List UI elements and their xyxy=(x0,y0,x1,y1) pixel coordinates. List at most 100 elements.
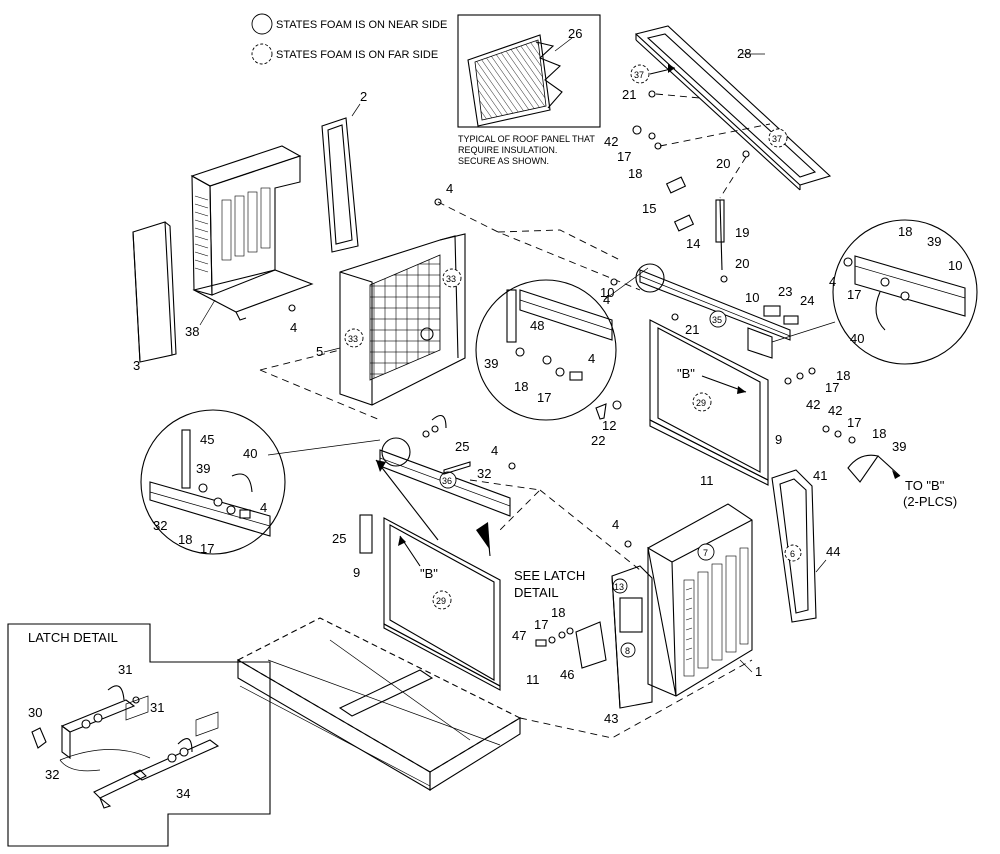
svg-text:33: 33 xyxy=(446,274,456,284)
side-panel-3: 3 xyxy=(132,221,177,373)
callout-39a: 39 xyxy=(484,356,498,371)
detail-circle-48: 10 48 39 18 17 4 xyxy=(475,267,649,421)
svg-text:35: 35 xyxy=(712,315,722,325)
callout-4b: 4 xyxy=(446,181,453,196)
callout-21b: 21 xyxy=(685,322,699,337)
leader-26 xyxy=(554,37,573,52)
svg-text:7: 7 xyxy=(703,548,708,558)
roof-lid-outer xyxy=(634,25,832,186)
insulation-hatch xyxy=(474,39,547,121)
callout-32a: 32 xyxy=(153,518,167,533)
callout-17f: 17 xyxy=(200,541,214,556)
svg-text:36: 36 xyxy=(442,476,452,486)
callout-18e: 18 xyxy=(872,426,886,441)
foam-tag-36 xyxy=(439,471,457,489)
callout-18b: 18 xyxy=(514,379,528,394)
callout-17c: 17 xyxy=(847,287,861,302)
lid-hardware: 21 42 17 18 20 15 14 19 20 xyxy=(604,87,771,283)
roof-insulation-inset: 26 TYPICAL OF ROOF PANEL THAT REQUIRE IN… xyxy=(457,14,601,166)
foam-tag-29a xyxy=(692,392,712,412)
plate-46: 46 47 17 18 xyxy=(512,605,607,682)
callout-22: 22 xyxy=(591,433,605,448)
callout-42a: 42 xyxy=(604,134,618,149)
callout-18f: 18 xyxy=(178,532,192,547)
top-rail-10: 35 10 23 24 4 21 xyxy=(603,263,814,359)
latch-detail-box: LATCH DETAIL 31 30 31 32 34 xyxy=(7,623,271,847)
callout-40a: 40 xyxy=(850,331,864,346)
callout-4g: 4 xyxy=(491,443,498,458)
callout-41: 41 xyxy=(813,468,827,483)
base-frame xyxy=(236,617,522,791)
callout-39d: 39 xyxy=(196,461,210,476)
callout-20b: 20 xyxy=(735,256,749,271)
callout-30: 30 xyxy=(28,705,42,720)
legend: STATES FOAM IS ON NEAR SIDE STATES FOAM … xyxy=(251,13,447,65)
callout-18g: 18 xyxy=(551,605,565,620)
svg-text:13: 13 xyxy=(614,582,624,592)
callout-42c: 42 xyxy=(828,403,842,418)
svg-text:8: 8 xyxy=(625,646,630,656)
callout-4h: 4 xyxy=(612,517,619,532)
svg-text:29: 29 xyxy=(696,398,706,408)
door-panel-9-left: 29 "B" 25 9 SEE LATCH DETAIL 11 xyxy=(332,514,585,691)
foam-tag-33b xyxy=(344,328,364,348)
callout-17a: 17 xyxy=(617,149,631,164)
foam-tag-7 xyxy=(697,543,715,561)
callout-25a: 25 xyxy=(455,439,469,454)
louvered-unit-1: 7 1 4 xyxy=(612,503,762,697)
roof-note-line3: SECURE AS SHOWN. xyxy=(458,156,549,166)
callout-18d: 18 xyxy=(836,368,850,383)
legend-far-side-text: STATES FOAM IS ON FAR SIDE xyxy=(276,49,438,61)
callout-18a: 18 xyxy=(628,166,642,181)
detail-circle-right: 18 39 10 4 17 40 xyxy=(771,219,978,365)
callout-40b: 40 xyxy=(243,446,257,461)
callout-14: 14 xyxy=(686,236,700,251)
callout-26: 26 xyxy=(568,26,582,41)
callout-11a: 11 xyxy=(700,473,714,488)
legend-near-side-text: STATES FOAM IS ON NEAR SIDE xyxy=(276,19,447,31)
callout-15: 15 xyxy=(642,201,656,216)
legend-dashed-circle xyxy=(251,43,273,65)
callout-9b: 9 xyxy=(353,565,360,580)
svg-text:33: 33 xyxy=(348,334,358,344)
inset-frame xyxy=(457,14,601,128)
callout-4f: 4 xyxy=(260,500,267,515)
callout-21a: 21 xyxy=(622,87,636,102)
center-rail-32: 36 25 32 4 xyxy=(375,414,516,557)
roof-lid-28: 37 37 28 xyxy=(630,25,832,191)
see-latch-line1: SEE LATCH xyxy=(514,568,585,583)
callout-10a: 10 xyxy=(600,285,614,300)
callout-48: 48 xyxy=(530,318,544,333)
svg-text:6: 6 xyxy=(790,549,795,559)
callout-2: 2 xyxy=(360,89,367,104)
callout-39b: 39 xyxy=(927,234,941,249)
callout-46: 46 xyxy=(560,667,574,682)
callout-17g: 17 xyxy=(534,617,548,632)
foam-tag-29b xyxy=(432,590,452,610)
callout-1: 1 xyxy=(755,664,762,679)
callout-34: 34 xyxy=(176,786,190,801)
grille-housing-5: 33 33 5 4 xyxy=(316,181,466,406)
callout-44: 44 xyxy=(826,544,840,559)
callout-17d: 17 xyxy=(825,380,839,395)
callout-23: 23 xyxy=(778,284,792,299)
callout-43: 43 xyxy=(604,711,618,726)
to-b-line1: TO "B" xyxy=(905,478,945,493)
callout-39c: 39 xyxy=(892,439,906,454)
roof-note-line2: REQUIRE INSULATION. xyxy=(458,145,557,155)
svg-text:37: 37 xyxy=(772,134,782,144)
to-b-line2: (2-PLCS) xyxy=(903,494,957,509)
callout-25b: 25 xyxy=(332,531,346,546)
right-hardware: 18 17 42 42 17 18 39 41 TO "B" (2-PLCS) xyxy=(784,367,957,509)
svg-text:29: 29 xyxy=(436,596,446,606)
assembly-dash-top xyxy=(437,201,641,291)
detail-circle-45: 45 39 40 4 32 18 17 xyxy=(140,409,381,556)
foam-tag-8 xyxy=(620,642,636,658)
callout-18c: 18 xyxy=(898,224,912,239)
frame-panel-44: 6 44 xyxy=(771,469,840,623)
callout-4e: 4 xyxy=(829,274,836,289)
roof-lid-inner xyxy=(646,33,817,178)
callout-4a: 4 xyxy=(290,320,297,335)
